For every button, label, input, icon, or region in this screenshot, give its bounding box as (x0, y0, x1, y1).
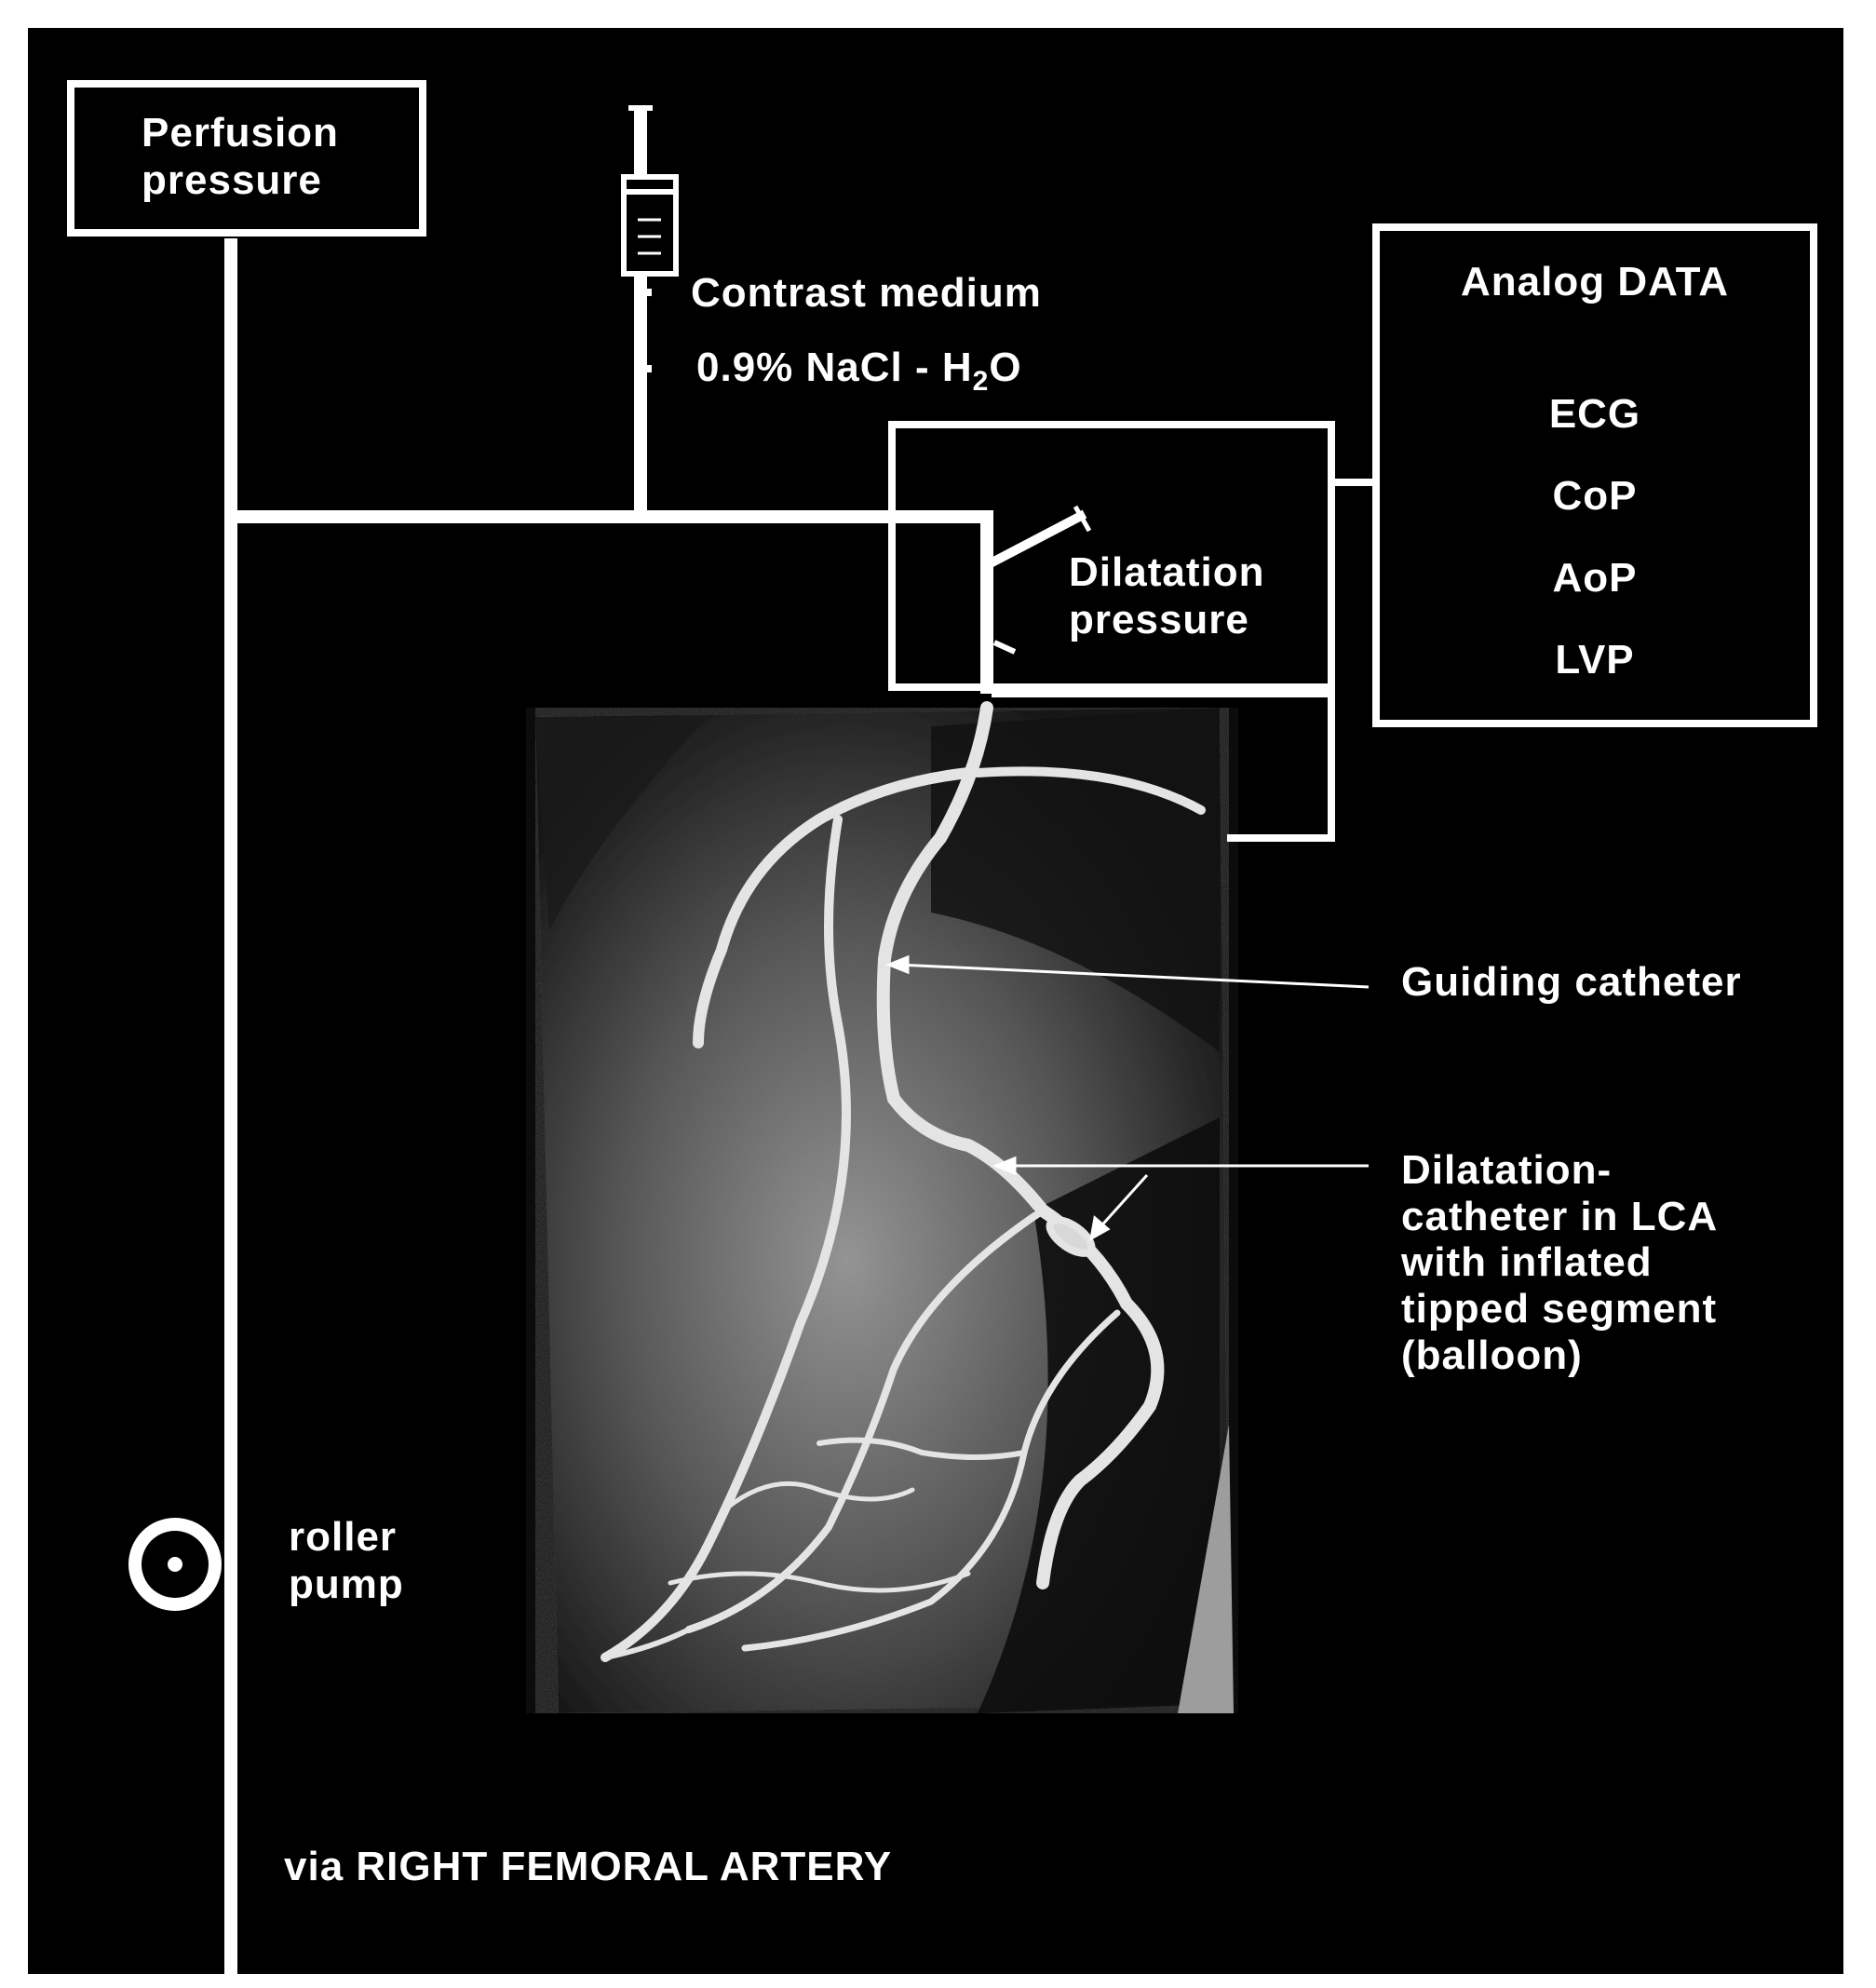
nacl-subscript: 2 (972, 365, 990, 397)
dilatation-catheter-label: Dilatation- catheter in LCA with inflate… (1401, 1147, 1719, 1378)
nacl-label: 0.9% NaCl - H2O (696, 345, 1022, 398)
via-artery-label: via RIGHT FEMORAL ARTERY (284, 1844, 893, 1889)
inflation-syringe-icon (982, 505, 1092, 655)
nacl-main: 0.9% NaCl - H (696, 345, 973, 390)
syringe-icon (621, 105, 679, 277)
perfusion-pressure-label: Perfusion pressure (142, 110, 339, 203)
nacl-tail: O (989, 345, 1022, 390)
dilatation-signal-line (992, 690, 1335, 842)
analog-data-box (1372, 223, 1817, 727)
ecg-label: ECG (1548, 391, 1641, 437)
guiding-catheter-label: Guiding catheter (1401, 959, 1742, 1005)
aop-label: AoP (1552, 555, 1638, 601)
dilatation-pressure-label: Dilatation pressure (1069, 549, 1265, 642)
roller-pump-icon (128, 1518, 222, 1611)
analog-data-title: Analog DATA (1461, 259, 1729, 304)
contrast-medium-label: Contrast medium (691, 270, 1042, 316)
angiogram-image (526, 708, 1238, 1713)
lvp-label: LVP (1555, 637, 1635, 683)
dilatation-pressure-box (888, 421, 1335, 691)
pointer-arrows (884, 954, 1370, 1241)
cop-label: CoP (1552, 473, 1638, 519)
roller-pump-label: roller pump (289, 1514, 404, 1607)
perfusion-pressure-box (67, 80, 426, 237)
